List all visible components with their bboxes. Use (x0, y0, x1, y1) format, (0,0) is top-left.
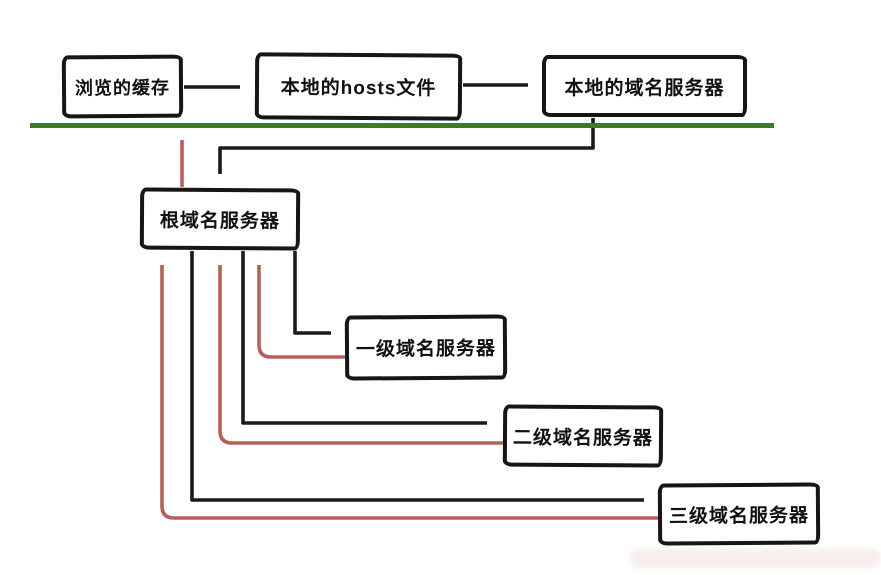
node-local-dns-server-label: 本地的域名服务器 (564, 77, 725, 99)
node-second-level-dns-server: 二级域名服务器 (502, 404, 664, 468)
edge-local-dns-to-root-dns (218, 118, 595, 174)
node-browser-cache: 浏览的缓存 (61, 54, 184, 119)
node-third-level-dns-server: 三级域名服务器 (657, 482, 821, 546)
node-local-dns-server: 本地的域名服务器 (542, 55, 747, 117)
node-third-level-dns-server-label: 三级域名服务器 (668, 505, 810, 527)
edge-root-dns-to-first-level-dns (293, 251, 331, 335)
edge-third-level-dns-to-root-dns-return (160, 265, 658, 520)
edge-root-dns-to-second-level-dns (241, 251, 487, 425)
node-first-level-dns-server-label: 一级域名服务器 (355, 338, 497, 361)
node-root-dns-server: 根域名服务器 (139, 187, 301, 251)
node-hosts-file-label: 本地的hosts文件 (280, 77, 437, 100)
node-root-dns-server-label: 根域名服务器 (159, 210, 281, 232)
edge-root-dns-to-third-level-dns (190, 251, 644, 502)
node-first-level-dns-server: 一级域名服务器 (344, 314, 508, 381)
node-hosts-file: 本地的hosts文件 (254, 52, 463, 121)
network-boundary-line (30, 123, 774, 128)
edge-first-level-dns-to-root-dns-return (257, 265, 345, 359)
node-browser-cache-label: 浏览的缓存 (74, 77, 171, 98)
edge-second-level-dns-to-root-dns-return (218, 265, 503, 445)
faint-watermark-strip (630, 548, 881, 568)
node-second-level-dns-server-label: 二级域名服务器 (512, 427, 654, 449)
